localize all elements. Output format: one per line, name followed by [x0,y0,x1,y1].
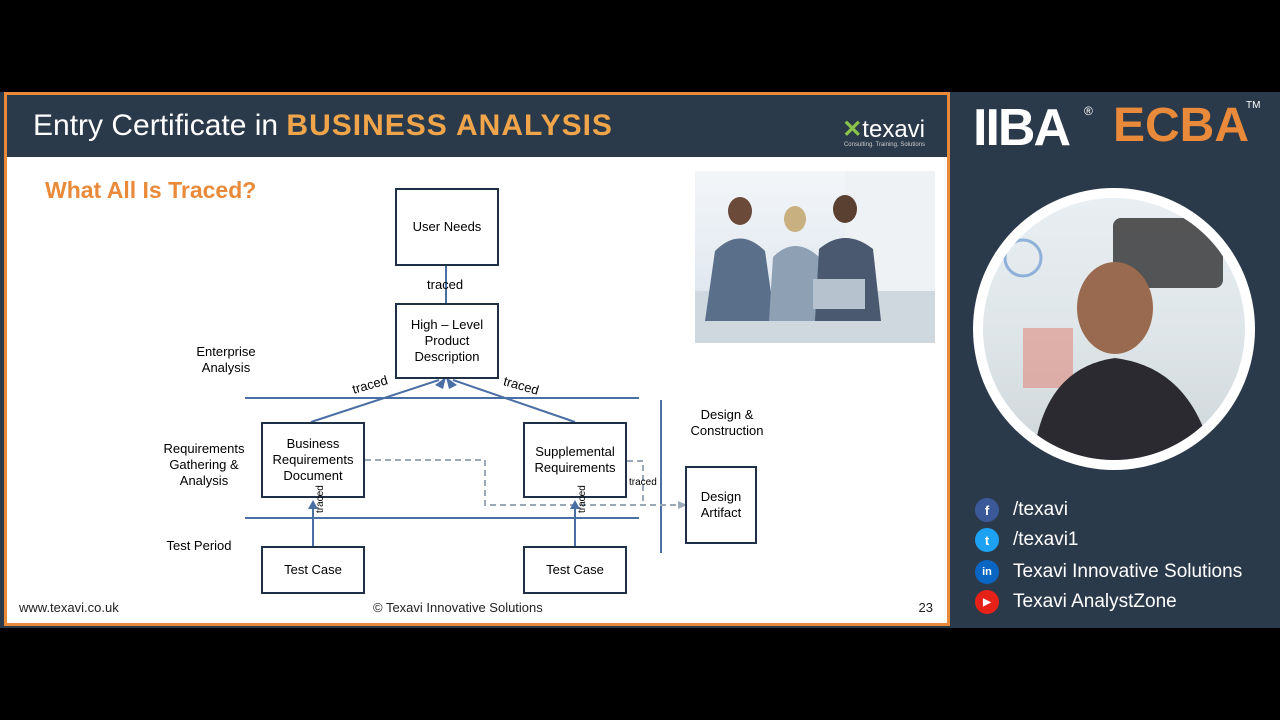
youtube-channel: Texavi AnalystZone [1013,591,1177,613]
sidebar-panel: IIBA ® ECBA TM f /texavi t /texavi1 in T… [955,92,1280,628]
twitter-handle: /texavi1 [1013,529,1078,551]
slide: Entry Certificate in BUSINESS ANALYSIS ✕… [4,92,950,626]
label-enterprise-analysis: Enterprise Analysis [195,344,257,376]
box-high-level-product-description: High – Level Product Description [395,303,499,379]
traced-label-6: traced [575,485,591,513]
traced-label-5: traced [313,485,329,513]
box-user-needs: User Needs [395,188,499,266]
youtube-icon: ▶ [975,590,999,614]
box-design-artifact: Design Artifact [685,466,757,544]
label-design-construction: Design & Construction [677,407,777,439]
iiba-registered-mark: ® [1084,104,1093,118]
footer-website: www.texavi.co.uk [19,600,119,615]
box-test-case-2: Test Case [523,546,627,594]
ecba-trademark: TM [1246,100,1260,111]
linkedin-icon: in [975,560,999,584]
box-test-case-1: Test Case [261,546,365,594]
footer-page-number: 23 [919,600,933,615]
twitter-icon: t [975,528,999,552]
ecba-logo: ECBA [1113,98,1249,153]
footer-copyright: © Texavi Innovative Solutions [373,600,543,615]
social-linkedin[interactable]: in Texavi Innovative Solutions [975,560,1242,584]
traced-label-4: traced [629,475,657,491]
office-team-photo [695,171,935,343]
facebook-handle: /texavi [1013,499,1068,521]
label-test-period: Test Period [159,538,239,554]
traced-label-1: traced [427,277,463,293]
linkedin-name: Texavi Innovative Solutions [1013,561,1242,583]
presenter-video [973,188,1255,470]
facebook-icon: f [975,498,999,522]
iiba-logo: IIBA [973,98,1069,158]
label-requirements-gathering: Requirements Gathering & Analysis [159,441,249,489]
social-youtube[interactable]: ▶ Texavi AnalystZone [975,590,1177,614]
social-twitter[interactable]: t /texavi1 [975,528,1078,552]
social-facebook[interactable]: f /texavi [975,498,1068,522]
